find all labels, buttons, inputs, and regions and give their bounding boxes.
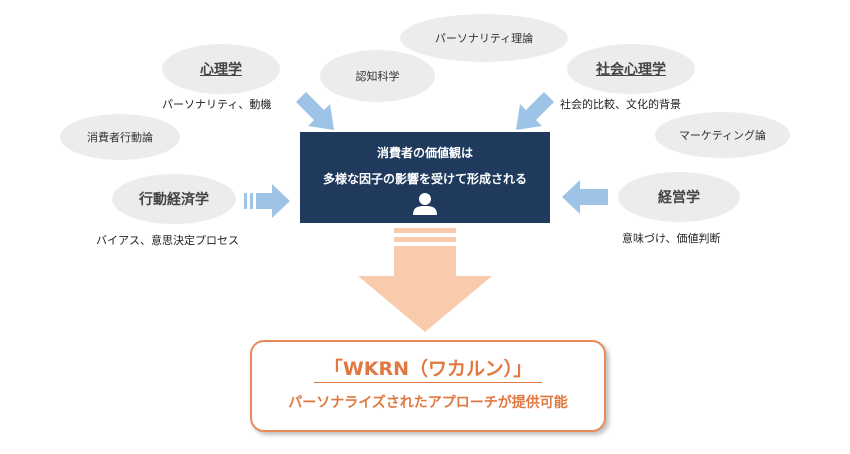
person-icon (413, 193, 437, 215)
node-psychology-caption: パーソナリティ、動機 (162, 98, 272, 111)
node-psychology-label: 心理学 (200, 62, 242, 78)
node-marketing: マーケティング論 (655, 112, 790, 158)
node-management: 経営学 (618, 172, 740, 222)
node-psychology: 心理学 (162, 44, 280, 94)
node-social-psychology-label: 社会心理学 (596, 62, 666, 78)
node-social-psychology-caption: 社会的比較、文化的背景 (560, 98, 681, 111)
node-consumer-behavior: 消費者行動論 (60, 114, 180, 160)
down-arrow (358, 228, 492, 332)
arrow-from-behavioral-economics (244, 184, 290, 218)
node-management-caption: 意味づけ、価値判断 (622, 232, 721, 245)
node-social-psychology: 社会心理学 (567, 44, 695, 94)
arrow-from-management (562, 180, 608, 214)
center-line-1: 消費者の価値観は (376, 146, 473, 160)
node-behavioral-economics-caption: バイアス、意思決定プロセス (96, 234, 239, 247)
node-behavioral-economics-label: 行動経済学 (139, 192, 209, 208)
node-personality-theory: パーソナリティ理論 (400, 14, 568, 62)
node-personality-theory-label: パーソナリティ理論 (434, 32, 534, 45)
node-cognitive-science-label: 認知科学 (355, 70, 400, 83)
result-box: 「WKRN（ワカルン）」 パーソナライズされたアプローチが提供可能 (250, 340, 606, 432)
result-subtitle: パーソナライズされたアプローチが提供可能 (288, 395, 568, 411)
center-box: 消費者の価値観は 多様な因子の影響を受けて形成される (300, 132, 550, 223)
node-consumer-behavior-label: 消費者行動論 (87, 131, 153, 144)
node-cognitive-science: 認知科学 (320, 50, 435, 102)
node-management-label: 経営学 (658, 190, 700, 206)
center-line-2: 多様な因子の影響を受けて形成される (322, 172, 527, 186)
node-behavioral-economics: 行動経済学 (112, 174, 236, 224)
result-title: 「WKRN（ワカルン）」 (313, 358, 543, 383)
arrow-from-social-psychology (516, 92, 554, 130)
node-marketing-label: マーケティング論 (678, 129, 767, 142)
arrow-from-psychology (296, 92, 334, 130)
